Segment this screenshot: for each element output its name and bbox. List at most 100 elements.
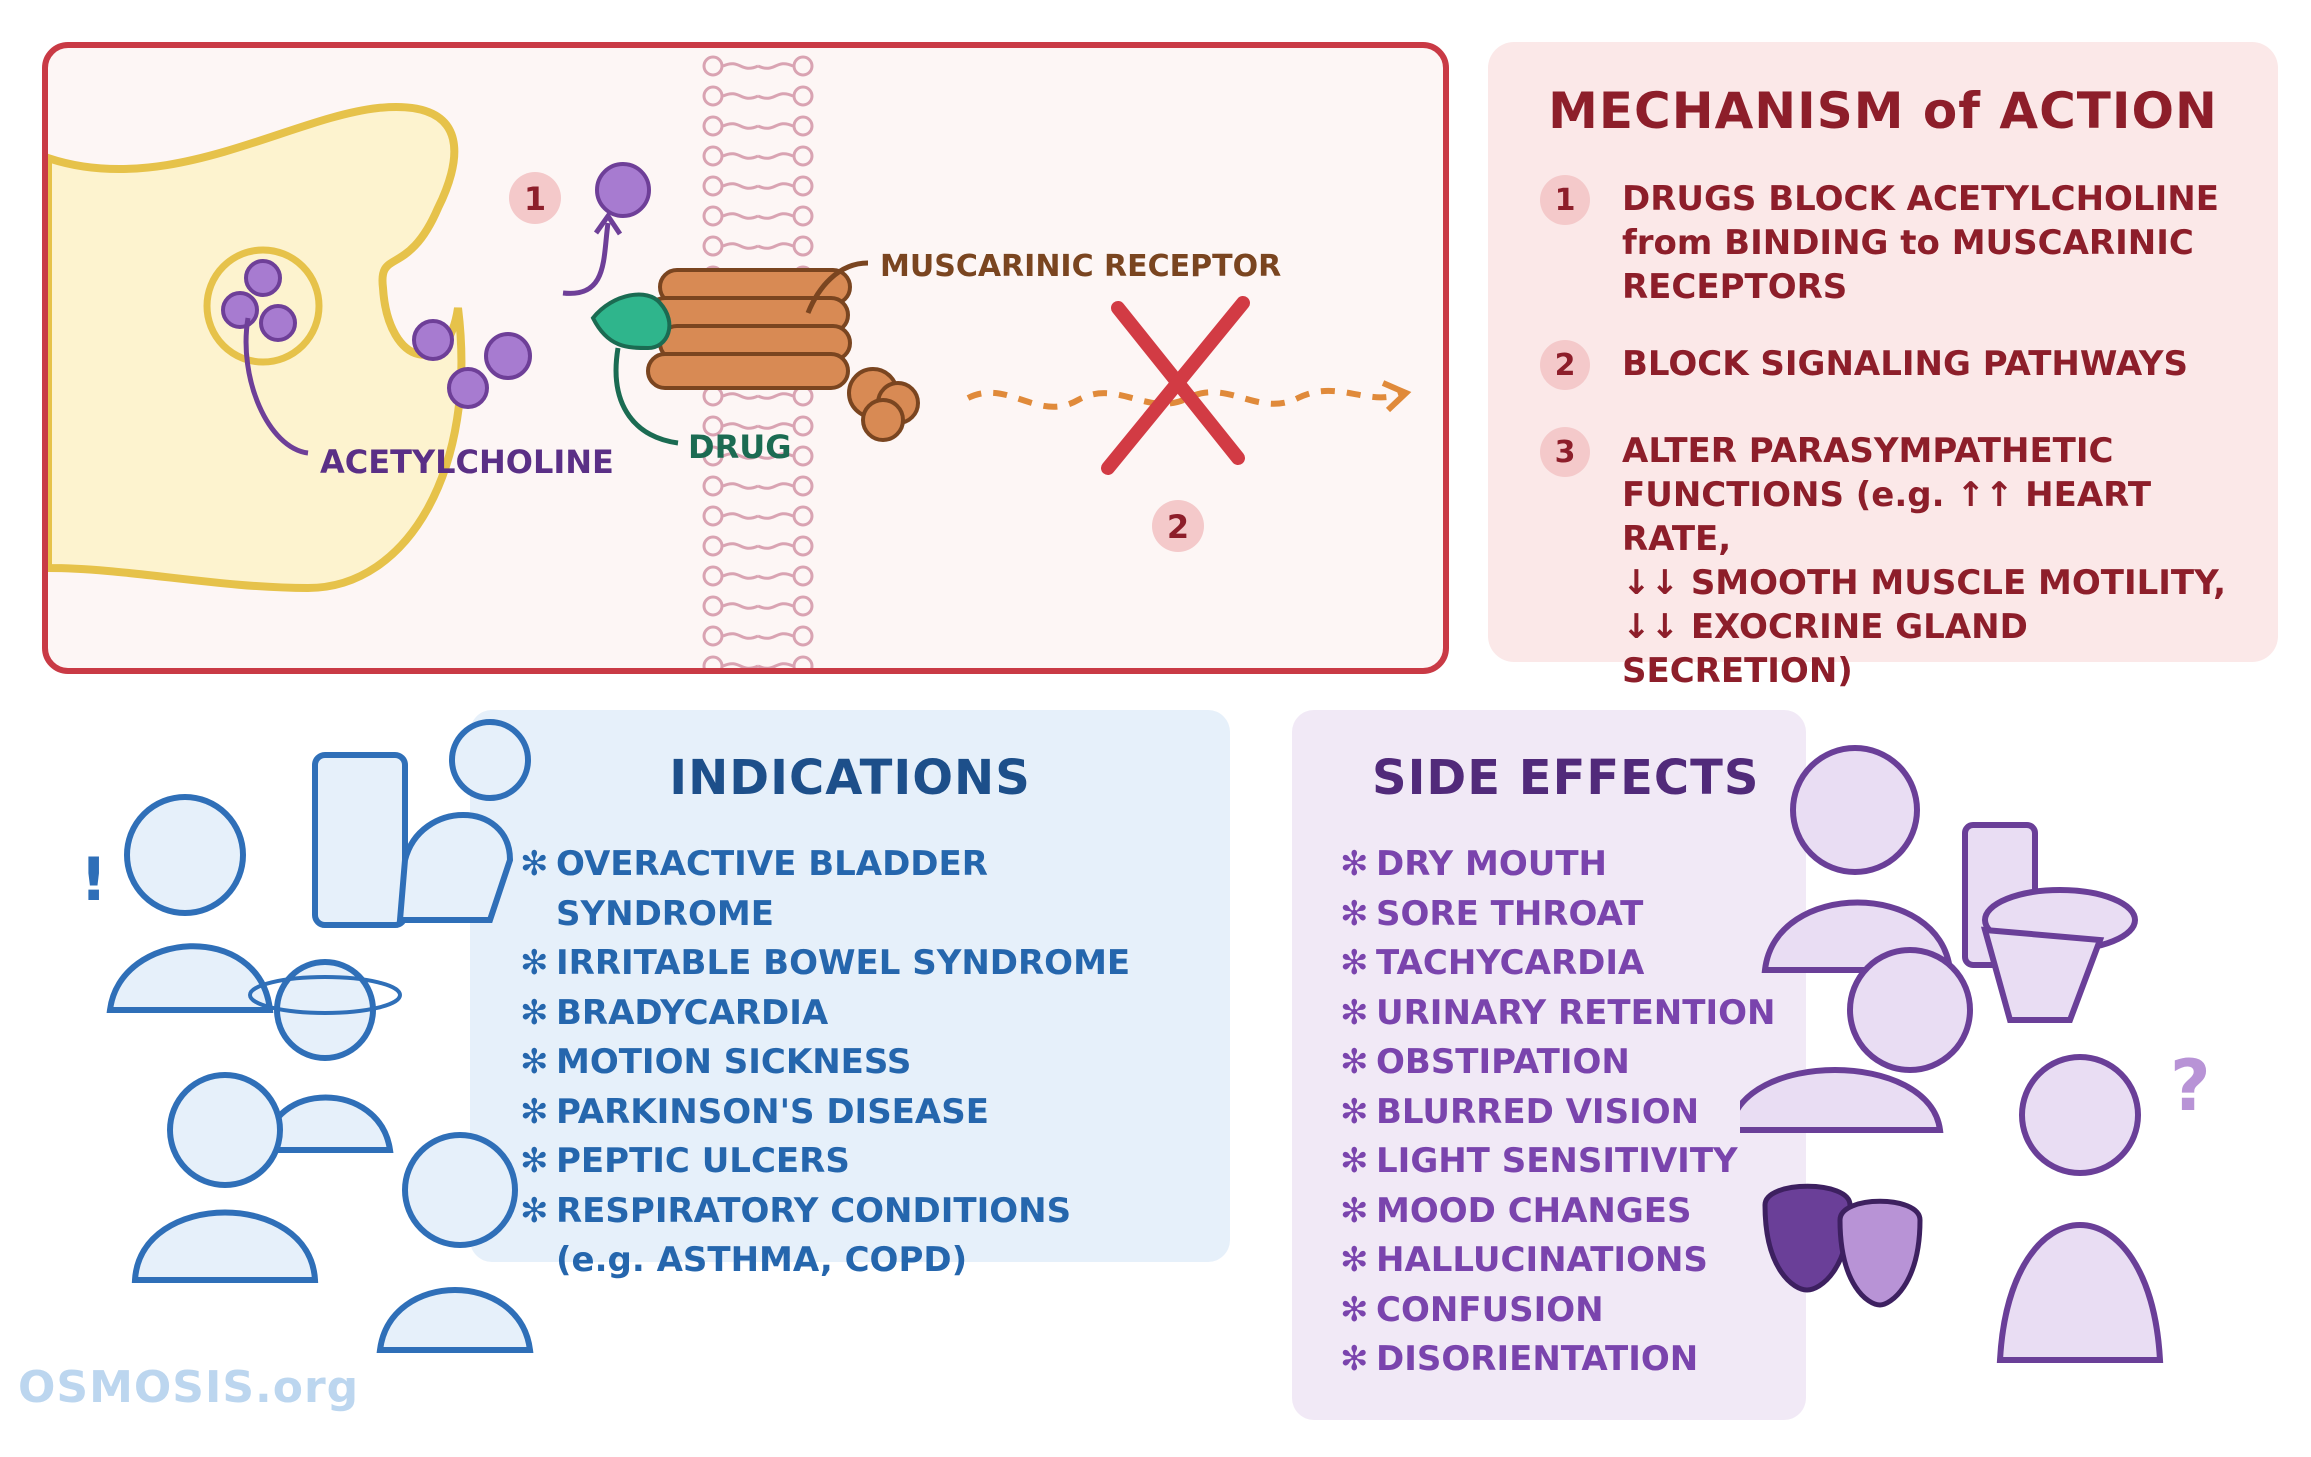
bullet-star-icon: ✻ — [1340, 1091, 1369, 1132]
side-effect-item: ✻TACHYCARDIA — [1340, 939, 1800, 989]
acetylcholine-molecule — [221, 291, 259, 329]
phospholipid-tail — [757, 602, 794, 610]
phospholipid-head — [702, 175, 724, 197]
phospholipid-tail — [757, 152, 794, 160]
bullet-star-icon: ✻ — [1340, 893, 1369, 934]
phospholipid-tail — [757, 182, 794, 190]
phospholipid-head — [702, 505, 724, 527]
side-effect-text: DRY MOUTH — [1376, 844, 1607, 884]
acetylcholine-molecule — [447, 367, 489, 409]
osmosis-logo: OSMOSIS.org — [18, 1362, 360, 1413]
phospholipid-tail — [757, 482, 794, 490]
side-effect-item: ✻HALLUCINATIONS — [1340, 1236, 1800, 1286]
side-effect-item: ✻OBSTIPATION — [1340, 1038, 1800, 1088]
indication-text: IRRITABLE BOWEL SYNDROME — [556, 943, 1131, 983]
bullet-star-icon: ✻ — [520, 992, 549, 1033]
bullet-star-icon: ✻ — [1340, 844, 1369, 884]
bullet-star-icon: ✻ — [1340, 1289, 1369, 1330]
phospholipid-tail — [722, 542, 759, 550]
phospholipid-tail — [757, 572, 794, 580]
side-effect-text: SORE THROAT — [1376, 893, 1644, 934]
phospholipid-head — [792, 205, 814, 227]
indication-item: ✻PARKINSON'S DISEASE — [520, 1088, 1210, 1138]
phospholipid-head — [702, 565, 724, 587]
phospholipid-tail — [722, 182, 759, 190]
phospholipid-tail — [757, 62, 794, 70]
moa-number: 1 — [1540, 175, 1590, 225]
phospholipid-tail — [722, 212, 759, 220]
phospholipid-head — [792, 55, 814, 77]
phospholipid-head — [702, 475, 724, 497]
phospholipid-tail — [722, 662, 759, 668]
phospholipid-head — [702, 655, 724, 668]
phospholipid-head — [702, 445, 724, 467]
phospholipid-tail — [757, 242, 794, 250]
side-effect-text: DISORIENTATION — [1376, 1339, 1699, 1379]
phospholipid-tail — [757, 212, 794, 220]
label-drug: DRUG — [688, 428, 791, 466]
side-effect-item: ✻URINARY RETENTION — [1340, 989, 1800, 1039]
acetylcholine-molecule — [412, 319, 454, 361]
phospholipid-head — [792, 655, 814, 668]
phospholipid-head — [792, 535, 814, 557]
side-effect-item: ✻LIGHT SENSITIVITY — [1340, 1137, 1800, 1187]
phospholipid-head — [702, 235, 724, 257]
indication-item: ✻IRRITABLE BOWEL SYNDROME — [520, 939, 1210, 989]
svg-text:1: 1 — [524, 180, 546, 218]
phospholipid-head — [792, 595, 814, 617]
bullet-star-icon: ✻ — [1340, 1141, 1369, 1181]
moa-text: DRUGS BLOCK ACETYLCHOLINE from BINDING t… — [1622, 179, 2219, 307]
bullet-star-icon: ✻ — [1340, 1240, 1369, 1280]
indication-text: BRADYCARDIA — [556, 992, 829, 1033]
phospholipid-head — [702, 205, 724, 227]
person-head — [124, 794, 246, 916]
side-effect-text: CONFUSION — [1376, 1289, 1604, 1330]
phospholipid-tail — [757, 122, 794, 130]
indication-item: ✻RESPIRATORY CONDITIONS (e.g. ASTHMA, CO… — [520, 1187, 1210, 1286]
side-effect-item: ✻MOOD CHANGES — [1340, 1187, 1800, 1237]
phospholipid-head — [792, 505, 814, 527]
phospholipid-head — [702, 145, 724, 167]
phospholipid-tail — [722, 452, 759, 460]
phospholipid-tail — [722, 92, 759, 100]
phospholipid-tail — [722, 572, 759, 580]
phospholipid-head — [792, 115, 814, 137]
acetylcholine-molecule — [259, 304, 297, 342]
indication-text: OVERACTIVE BLADDER SYNDROME — [556, 844, 988, 934]
bullet-star-icon: ✻ — [520, 1141, 549, 1181]
phospholipid-tail — [722, 152, 759, 160]
phospholipid-head — [702, 595, 724, 617]
bullet-star-icon: ✻ — [520, 1091, 549, 1132]
alert-icon: ! — [80, 845, 107, 915]
phospholipid-head — [792, 175, 814, 197]
phospholipid-head — [792, 445, 814, 467]
phospholipid-head — [792, 85, 814, 107]
step-1-badge — [509, 172, 561, 224]
bullet-star-icon: ✻ — [520, 1190, 549, 1231]
phospholipid-head — [702, 415, 724, 437]
bullet-star-icon: ✻ — [1340, 1339, 1369, 1379]
bullet-star-icon: ✻ — [1340, 943, 1369, 983]
phospholipid-head — [792, 565, 814, 587]
side-effect-text: TACHYCARDIA — [1376, 943, 1645, 983]
side-effects-panel: SIDE EFFECTS ✻DRY MOUTH✻SORE THROAT✻TACH… — [1292, 710, 1806, 1420]
phospholipid-tail — [722, 242, 759, 250]
acetylcholine-molecule — [244, 259, 282, 297]
phospholipid-head — [792, 625, 814, 647]
side-effect-item: ✻DRY MOUTH — [1340, 840, 1800, 890]
phospholipid-tail — [757, 452, 794, 460]
moa-text: BLOCK SIGNALING PATHWAYS — [1622, 344, 2188, 384]
signal-pathway-arrow — [966, 387, 1405, 410]
step-2-badge — [1152, 500, 1204, 552]
phospholipid-head — [792, 415, 814, 437]
bullet-star-icon: ✻ — [520, 844, 549, 884]
phospholipid-head — [792, 145, 814, 167]
phospholipid-tail — [757, 392, 794, 400]
side-effect-text: MOOD CHANGES — [1376, 1190, 1692, 1231]
moa-number: 3 — [1540, 427, 1590, 477]
phospholipid-head — [702, 55, 724, 77]
side-effect-item: ✻SORE THROAT — [1340, 890, 1800, 940]
phospholipid-tail — [722, 122, 759, 130]
indications-panel: INDICATIONS ✻OVERACTIVE BLADDER SYNDROME… — [470, 710, 1230, 1280]
phospholipid-tail — [757, 512, 794, 520]
